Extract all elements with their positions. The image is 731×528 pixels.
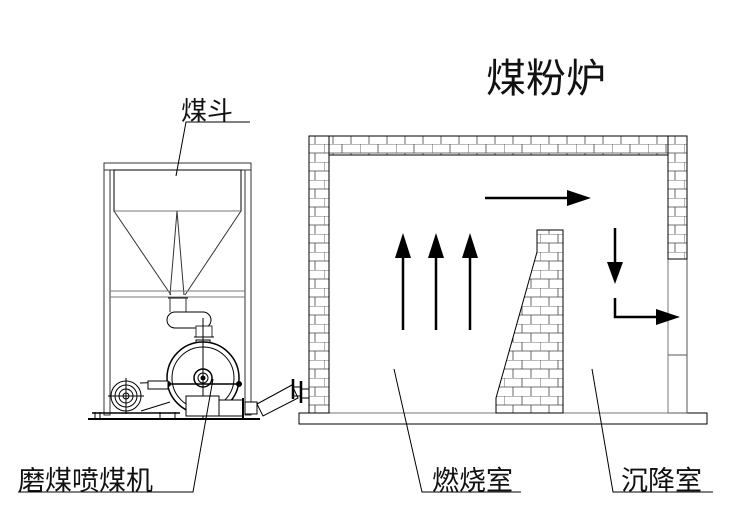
coal-mill bbox=[88, 339, 301, 420]
furnace-base bbox=[298, 412, 708, 425]
label-coal-mill: 磨煤喷煤机 bbox=[18, 466, 153, 497]
flow-arrows bbox=[395, 190, 680, 330]
down-arrow-icon bbox=[607, 228, 623, 284]
up-arrow-icon bbox=[462, 233, 478, 330]
furnace-outlet-frame bbox=[667, 258, 688, 414]
hopper-leader-line bbox=[175, 121, 250, 177]
leader-lines bbox=[18, 121, 713, 493]
mill-leader-line bbox=[18, 378, 214, 493]
up-arrow-icon bbox=[428, 233, 444, 330]
label-settling-chamber: 沉降室 bbox=[621, 466, 702, 497]
furnace bbox=[298, 135, 708, 425]
settling-leader-line bbox=[591, 368, 713, 493]
label-combustion-chamber: 燃烧室 bbox=[432, 466, 513, 497]
diagram-title: 煤粉炉 bbox=[486, 56, 606, 102]
baffle-wall bbox=[495, 229, 564, 414]
label-coal-hopper: 煤斗 bbox=[181, 97, 234, 127]
furnace-inner-chamber bbox=[328, 154, 669, 414]
right-arrow-icon bbox=[485, 190, 591, 206]
combustion-leader-line bbox=[393, 368, 521, 493]
outlet-arrow-icon bbox=[613, 298, 680, 325]
up-arrow-icon bbox=[395, 233, 411, 330]
